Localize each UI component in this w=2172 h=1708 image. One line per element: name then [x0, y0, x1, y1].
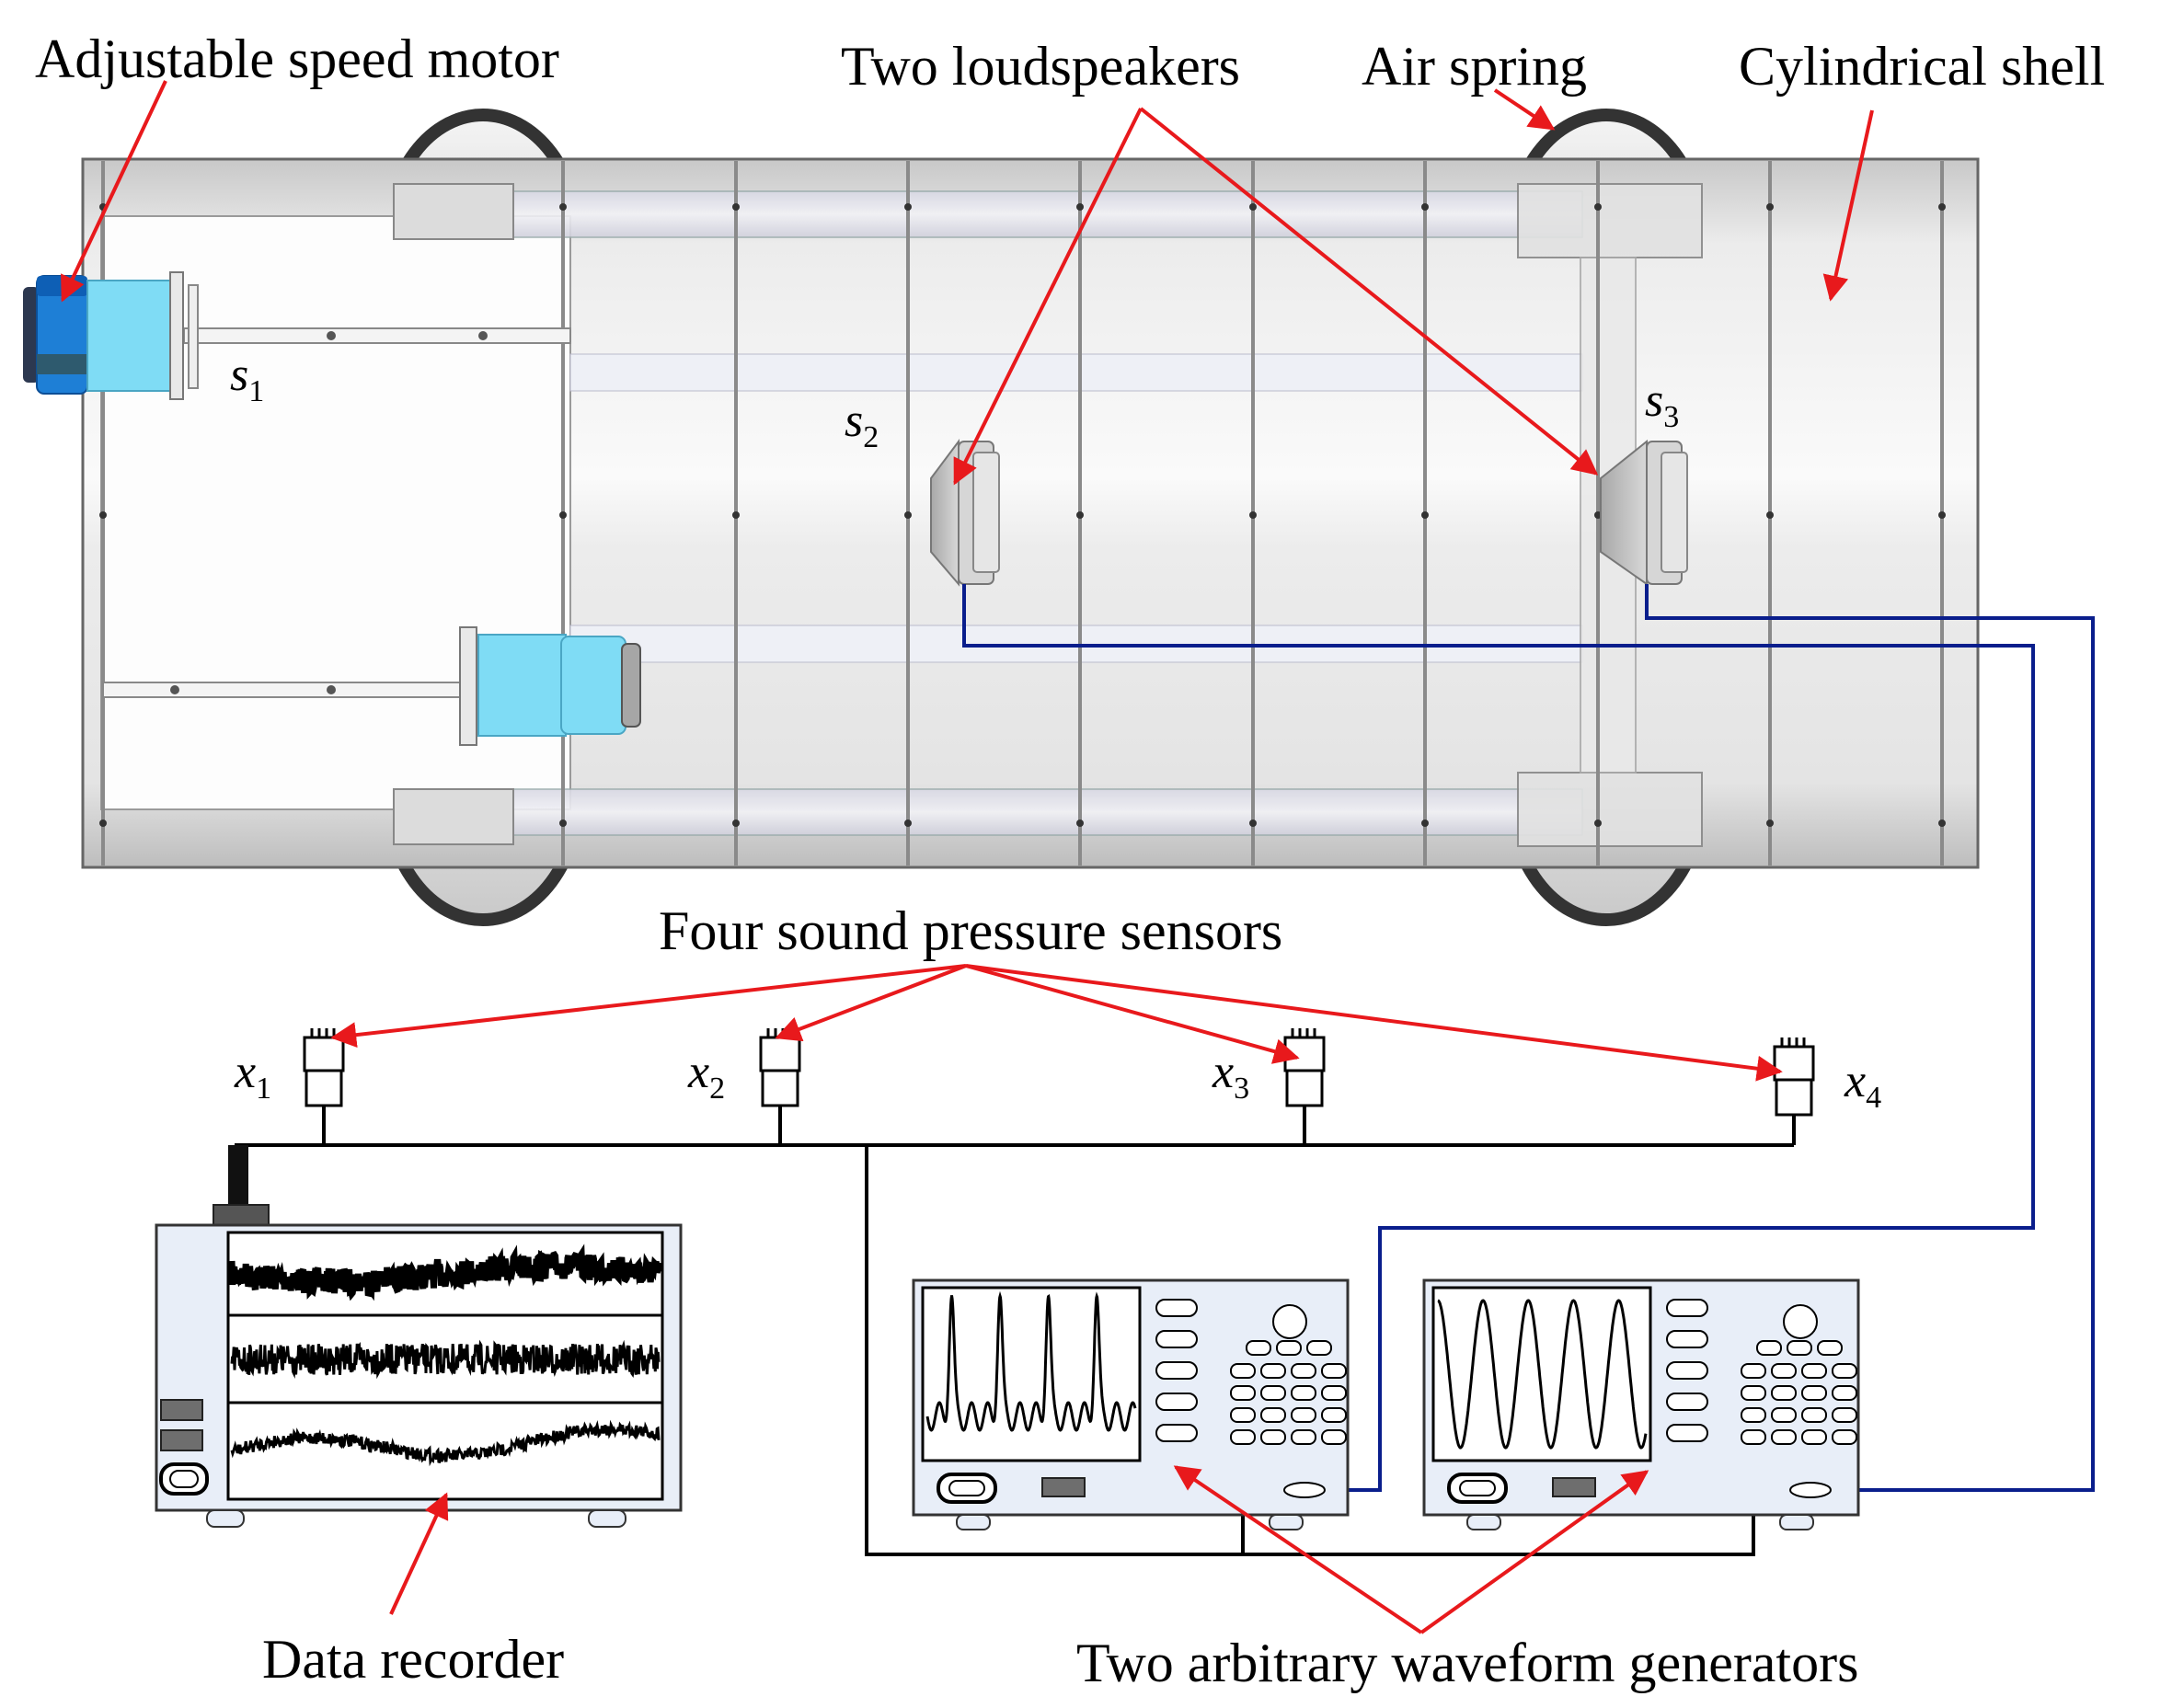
sensor-x3	[1283, 1028, 1326, 1107]
arrow-generator-2	[1419, 1470, 1649, 1634]
symbol-s2: s2	[845, 395, 879, 454]
arrow-sensor-x3	[965, 964, 1300, 1064]
generator-1-soft-keys	[1155, 1299, 1198, 1442]
symbol-x3: x3	[1212, 1046, 1250, 1106]
label-adjustable-speed-motor: Adjustable speed motor	[35, 29, 559, 89]
wire-generator1-to-s2	[962, 584, 2035, 1492]
label-two-arbitrary-waveform-generators: Two arbitrary waveform generators	[1076, 1633, 1859, 1693]
motor-shaft-upper	[183, 327, 571, 344]
recorder-trace-2	[230, 1339, 661, 1380]
waveform-generator-1	[912, 1278, 1350, 1530]
label-data-recorder: Data recorder	[262, 1629, 565, 1690]
recorder-trace-3	[230, 1419, 661, 1467]
arrow-sensor-x1	[330, 964, 967, 1049]
rib-bolts	[99, 203, 1946, 827]
sensor-x2	[759, 1028, 801, 1107]
arrow-loudspeaker-s3	[1139, 107, 1599, 476]
second-motor	[459, 626, 641, 746]
wire-generator2-to-s3	[1645, 584, 2095, 1492]
arrow-motor	[61, 80, 167, 303]
generator-2-waveform	[1437, 1299, 1648, 1450]
generator-1-keypad	[1230, 1340, 1347, 1445]
generator-1-knob	[1272, 1304, 1307, 1339]
arrow-shell	[1822, 109, 1874, 302]
data-recorder	[155, 1204, 683, 1528]
generator-2-soft-keys	[1666, 1299, 1708, 1442]
arrow-sensor-x2	[775, 964, 967, 1042]
adjustable-speed-motor	[23, 271, 199, 400]
arrow-air-spring	[1493, 88, 1556, 131]
arrow-generator-1	[1173, 1465, 1423, 1634]
sensor-x1	[303, 1028, 345, 1107]
generator-1-waveform	[925, 1290, 1137, 1432]
cylindrical-shell	[81, 157, 1980, 869]
loudspeaker-s3	[1600, 439, 1688, 586]
generator-2-keypad	[1741, 1340, 1857, 1445]
loudspeaker-s2	[930, 439, 1000, 587]
symbol-x2: x2	[688, 1046, 726, 1106]
waveform-generator-2	[1422, 1278, 1860, 1530]
label-air-spring: Air spring	[1362, 36, 1587, 97]
symbol-s1: s1	[230, 349, 265, 408]
label-cylindrical-shell: Cylindrical shell	[1739, 36, 2106, 97]
arrow-loudspeaker-s2	[953, 108, 1143, 486]
arrow-sensor-x4	[965, 964, 1783, 1082]
label-four-sound-pressure-sensors: Four sound pressure sensors	[659, 900, 1283, 961]
recorder-trace-1	[228, 1244, 662, 1301]
symbol-x4: x4	[1844, 1055, 1882, 1115]
motor-shaft-lower	[102, 682, 472, 698]
symbol-s3: s3	[1645, 374, 1680, 434]
recorder-cable	[228, 1145, 248, 1209]
generator-2-knob	[1783, 1304, 1818, 1339]
arrow-recorder	[389, 1492, 449, 1615]
sensor-x4	[1773, 1037, 1815, 1117]
signal-wires	[962, 584, 2095, 1492]
label-two-loudspeakers: Two loudspeakers	[841, 36, 1241, 97]
symbol-x1: x1	[235, 1046, 272, 1106]
annotation-arrows	[61, 80, 1874, 1634]
